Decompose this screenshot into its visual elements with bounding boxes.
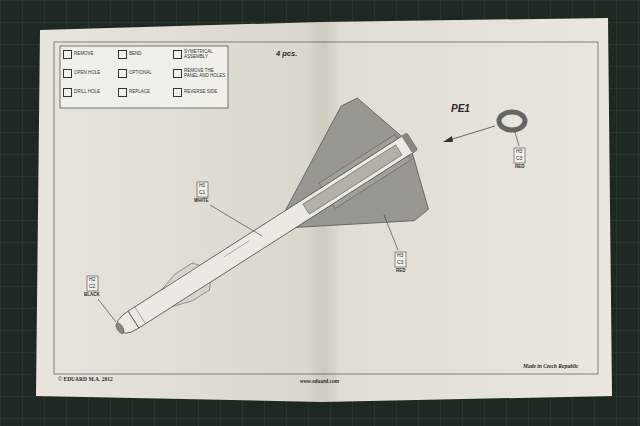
callout-box xyxy=(87,276,98,291)
color-code: C1 xyxy=(199,190,205,195)
legend-text: REMOVE xyxy=(74,52,116,57)
page-frame xyxy=(54,42,598,374)
leader-line xyxy=(515,132,519,146)
callout-box xyxy=(197,182,208,197)
arrow-head xyxy=(443,136,453,142)
callout-box xyxy=(395,252,406,267)
legend-text: REVERSE SIDE xyxy=(184,90,226,95)
legend-entry: OPEN HOLE xyxy=(63,69,116,78)
callout-box xyxy=(514,148,525,163)
legend-text: SYMETRICAL ASSEMBLY xyxy=(184,50,226,60)
legend-icon xyxy=(118,50,127,59)
legend-entry: OPTIONAL xyxy=(118,69,171,78)
color-code: H3 xyxy=(516,149,522,154)
color-name: RED xyxy=(396,269,406,274)
copyright-note: © EDUARD M.A. 2012 xyxy=(58,377,113,383)
color-code: H1 xyxy=(199,183,205,188)
legend-text: REPLACE xyxy=(129,90,171,95)
assembly-arrow xyxy=(446,126,495,141)
color-name: RED xyxy=(515,165,525,170)
legend-icon xyxy=(118,69,127,78)
color-code: C3 xyxy=(397,260,403,265)
legend-icon xyxy=(118,88,127,97)
washer-part xyxy=(499,112,525,130)
missile xyxy=(81,84,449,387)
legend-text: OPTIONAL xyxy=(129,71,171,76)
legend-text: REMOVE THE PANEL AND HOLES xyxy=(184,69,226,79)
leader-line xyxy=(210,205,262,236)
legend-entry: SYMETRICAL ASSEMBLY xyxy=(173,50,226,60)
leader-line xyxy=(98,299,116,322)
color-name: BLACK xyxy=(84,293,100,298)
legend-text: BEND xyxy=(129,52,171,57)
leader-line xyxy=(384,215,398,250)
color-code: H3 xyxy=(397,253,403,258)
legend-box xyxy=(60,46,228,108)
color-name: WHITE xyxy=(194,199,209,204)
legend-entry: REMOVE xyxy=(63,50,116,59)
legend-entry: DRILL HOLE xyxy=(63,88,116,97)
legend-entry: BEND xyxy=(118,50,171,59)
legend-icon xyxy=(63,69,72,78)
legend-text: DRILL HOLE xyxy=(74,90,116,95)
website-url: www.eduard.com xyxy=(300,379,339,385)
paper-sheet xyxy=(36,18,612,402)
quantity-note: 4 pcs. xyxy=(276,50,297,58)
color-code: C3 xyxy=(516,156,522,161)
color-code: H2 xyxy=(89,277,95,282)
legend-entry: REVERSE SIDE xyxy=(173,88,226,97)
color-code: C2 xyxy=(89,284,95,289)
legend-entry: REMOVE THE PANEL AND HOLES xyxy=(173,69,226,79)
legend-text: OPEN HOLE xyxy=(74,71,116,76)
legend-icon xyxy=(63,50,72,59)
legend-icon xyxy=(173,69,182,78)
legend-icon xyxy=(173,50,182,59)
origin-note: Made in Czech Republic xyxy=(523,364,578,370)
legend-entry: REPLACE xyxy=(118,88,171,97)
legend-icon xyxy=(63,88,72,97)
legend-icon xyxy=(173,88,182,97)
part-number: PE1 xyxy=(451,104,470,114)
